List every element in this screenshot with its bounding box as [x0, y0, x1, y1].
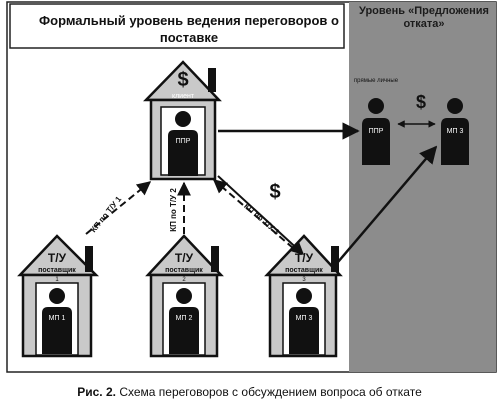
supplier-house-2	[145, 234, 224, 358]
client-person-label: ППР	[176, 138, 191, 145]
informal-ppr-person-icon	[362, 98, 390, 165]
person-icon	[168, 111, 198, 176]
supplier3-to-informal-arrow	[337, 145, 438, 263]
supplier-1-roof-label: Т/У	[48, 251, 67, 265]
client-dollar-icon: $	[177, 69, 188, 91]
supplier-3-person-label: МП 3	[296, 315, 313, 322]
dollar-icon: $	[269, 181, 280, 203]
figure-caption: Рис. 2. Схема переговоров с обсуждением …	[0, 385, 499, 399]
title-box	[9, 3, 345, 49]
person-icon	[169, 288, 199, 354]
client-to-supplier3-arrow	[217, 175, 305, 255]
supplier-2-person-label: МП 2	[176, 315, 193, 322]
kp-label-2: КП по Т/У 2	[169, 188, 178, 232]
caption-fig-number: Рис. 2.	[77, 385, 116, 399]
supplier-house-3	[264, 234, 343, 358]
supplier-1-sublabel: поставщик	[38, 267, 76, 274]
supplier-3-number: 3	[302, 277, 306, 283]
client-house	[143, 60, 222, 181]
informal-ppr-label: ППР	[369, 128, 384, 135]
supplier-3-roof-label: Т/У	[295, 251, 314, 265]
supplier-2-roof-label: Т/У	[175, 251, 194, 265]
supplier-2-sublabel: поставщик	[165, 267, 203, 274]
supplier-1-number: 1	[55, 277, 59, 283]
informal-mp3-label: МП 3	[447, 128, 464, 135]
client-roof-label: клиент	[172, 93, 195, 100]
supplier-house-1	[17, 234, 100, 358]
caption-text: Схема переговоров с обсуждением вопроса …	[115, 385, 422, 399]
supplier-2-number: 2	[182, 277, 186, 283]
person-icon	[42, 288, 72, 354]
informal-level-title: Уровень «Предложения отката»	[359, 5, 489, 30]
person-icon	[289, 288, 319, 354]
supplier-3-sublabel: поставщик	[285, 267, 323, 274]
informal-zone	[349, 2, 496, 372]
informal-dollar-icon: $	[416, 92, 426, 112]
formal-level-title: Формальный уровень ведения переговоров о…	[39, 13, 339, 45]
kp-arrow-3	[212, 179, 294, 249]
informal-note: прямые личные	[354, 78, 399, 84]
kp-arrow-1	[85, 181, 152, 235]
informal-mp3-person-icon	[441, 98, 469, 165]
supplier-1-person-label: МП 1	[49, 315, 66, 322]
